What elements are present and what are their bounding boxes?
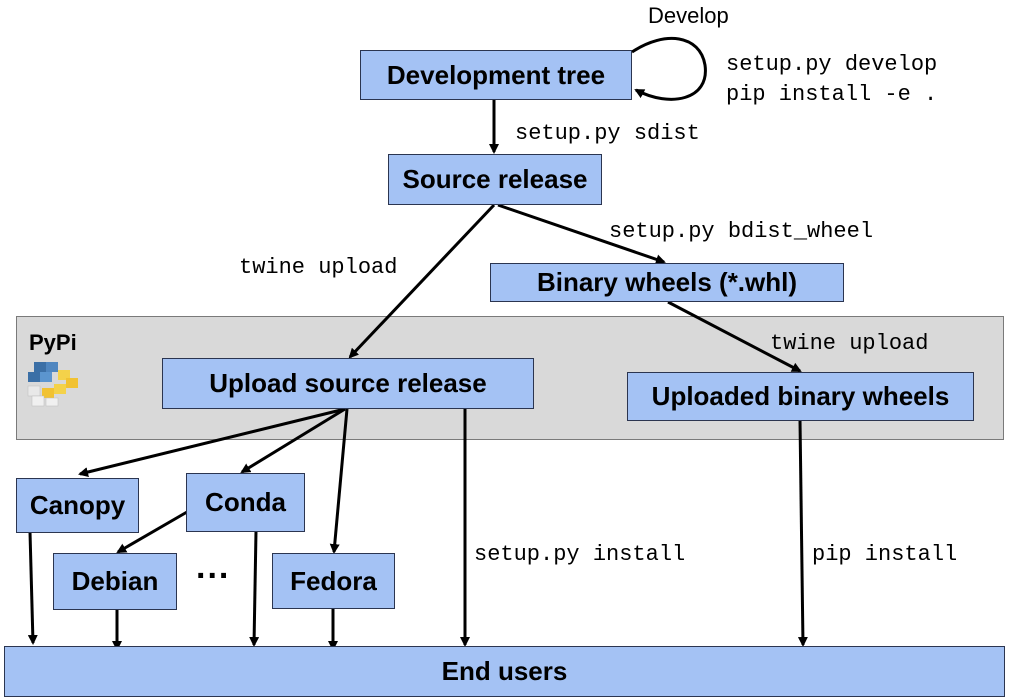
- node-conda: Conda: [186, 473, 305, 532]
- node-development-tree: Development tree: [360, 50, 632, 100]
- label-twine-upload-left: twine upload: [239, 255, 398, 280]
- label-pip-install-e: pip install -e .: [726, 82, 938, 107]
- edge-to-conda: [240, 407, 346, 474]
- edge-pip-install: [797, 419, 808, 647]
- node-canopy: Canopy: [16, 478, 139, 533]
- edge-to-canopy: [78, 407, 346, 477]
- node-uploaded-binary-wheels: Uploaded binary wheels: [627, 372, 974, 421]
- edge-twine-upload-wheels: [667, 300, 802, 373]
- label-setup-install: setup.py install: [474, 542, 686, 567]
- more-distros-ellipsis: ...: [196, 548, 231, 586]
- label-setup-develop: setup.py develop: [726, 52, 938, 77]
- node-end-users: End users: [4, 646, 1005, 697]
- label-pip-install: pip install: [812, 542, 958, 567]
- edge-twine-upload-source: [348, 203, 496, 359]
- edge-canopy-endusers: [27, 531, 38, 645]
- label-twine-upload-right: twine upload: [770, 331, 929, 356]
- node-debian: Debian: [53, 553, 177, 610]
- edge-to-fedora: [329, 408, 349, 554]
- node-fedora: Fedora: [272, 553, 395, 609]
- develop-label: Develop: [648, 3, 729, 28]
- edge-conda-endusers: [249, 530, 260, 647]
- node-upload-source-release: Upload source release: [162, 358, 534, 409]
- label-setup-bdist-wheel: setup.py bdist_wheel: [609, 219, 874, 244]
- edge-bdist-wheel: [497, 203, 666, 265]
- edge-conda-debian: [116, 510, 188, 554]
- node-binary-wheels: Binary wheels (*.whl): [490, 263, 844, 302]
- label-setup-sdist: setup.py sdist: [515, 121, 700, 146]
- python-logo-icon: [27, 362, 78, 407]
- node-source-release: Source release: [388, 154, 602, 205]
- edge-develop-loop: [631, 37, 707, 101]
- pypi-label: PyPi: [29, 330, 77, 355]
